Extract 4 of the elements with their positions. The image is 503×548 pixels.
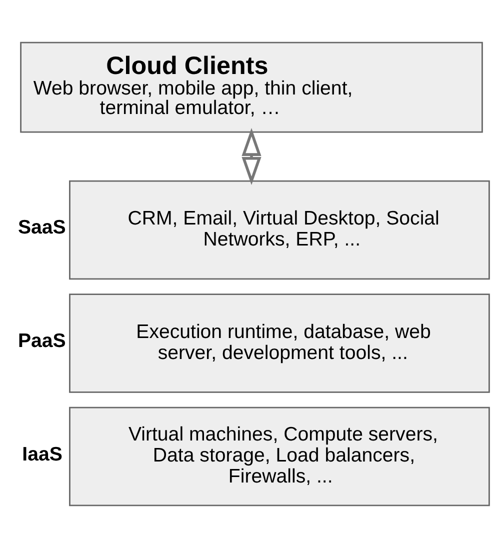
arrow — [242, 128, 262, 185]
node-label: PaaS — [18, 330, 66, 352]
node-label: SaaS — [18, 216, 66, 239]
node-label: IaaS — [22, 443, 62, 466]
